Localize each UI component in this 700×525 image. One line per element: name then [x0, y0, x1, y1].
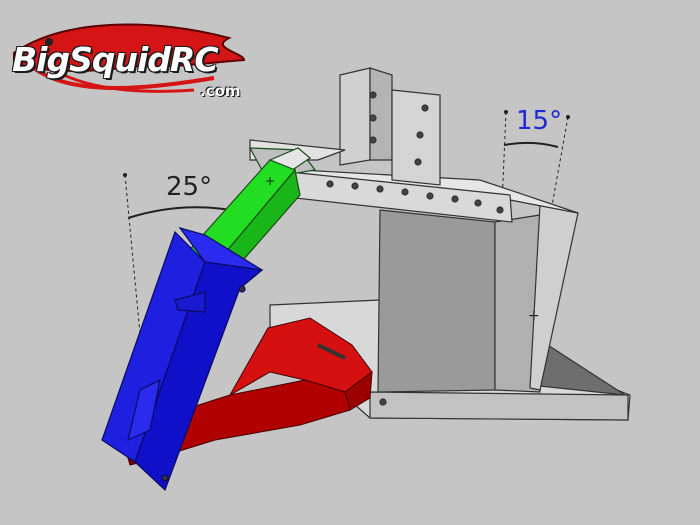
base-plate-front — [369, 391, 629, 421]
svg-text:+: + — [265, 174, 275, 188]
left-angle-label: 25° — [166, 172, 213, 202]
logo-wordmark: BigSquidRC — [12, 40, 219, 79]
left-reference-line — [124, 174, 143, 356]
squid-logo-mark — [13, 23, 246, 93]
upright-right — [391, 89, 441, 186]
logo-domain-suffix: .com — [200, 82, 241, 100]
right-angle-arc — [503, 141, 559, 148]
back-plate-front — [494, 214, 541, 393]
right-angle-label: 15° — [516, 106, 563, 136]
svg-text:+: + — [528, 308, 540, 324]
back-plate-side — [377, 209, 496, 393]
site-logo: BigSquidRC .com — [4, 18, 249, 100]
gray-bracket: + — [249, 67, 631, 421]
blue-upright — [101, 226, 264, 492]
